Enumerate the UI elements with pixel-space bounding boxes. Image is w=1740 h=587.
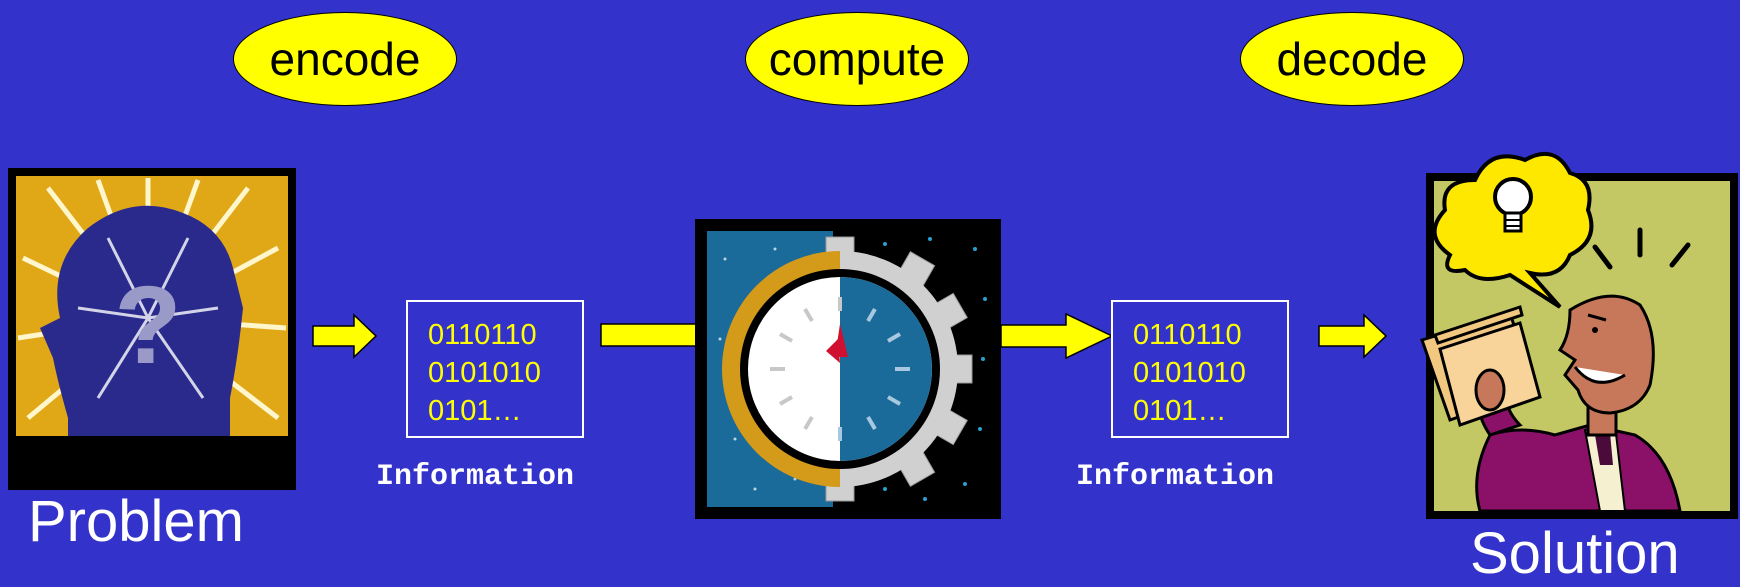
connector-bar — [600, 323, 700, 347]
svg-text:?: ? — [114, 264, 181, 387]
arrow-right-icon — [1318, 313, 1388, 359]
information-caption-left: Information — [376, 460, 575, 494]
binary-box-left: 0110110 0101010 0101… — [406, 300, 584, 438]
decode-oval: decode — [1240, 12, 1464, 106]
arrow-right-icon — [312, 313, 378, 359]
binary-line: 0101010 — [428, 357, 541, 389]
encode-label: encode — [269, 33, 421, 85]
problem-label: Problem — [28, 489, 244, 554]
binary-line: 0101… — [428, 395, 522, 427]
binary-line: 0101… — [1133, 395, 1227, 427]
compute-label: compute — [768, 33, 946, 85]
binary-line: 0110110 — [428, 319, 537, 351]
solution-person-icon — [1420, 151, 1738, 519]
binary-line: 0101010 — [1133, 357, 1246, 389]
binary-line: 0110110 — [1133, 319, 1242, 351]
arrow-right-icon — [1000, 312, 1114, 360]
compute-clock-gear-icon — [695, 219, 1001, 519]
compute-oval: compute — [745, 12, 969, 106]
information-caption-right: Information — [1076, 460, 1275, 494]
solution-label: Solution — [1470, 521, 1680, 586]
problem-head-icon: ? — [8, 168, 296, 490]
encode-oval: encode — [233, 12, 457, 106]
binary-box-right: 0110110 0101010 0101… — [1111, 300, 1289, 438]
decode-label: decode — [1276, 33, 1428, 85]
